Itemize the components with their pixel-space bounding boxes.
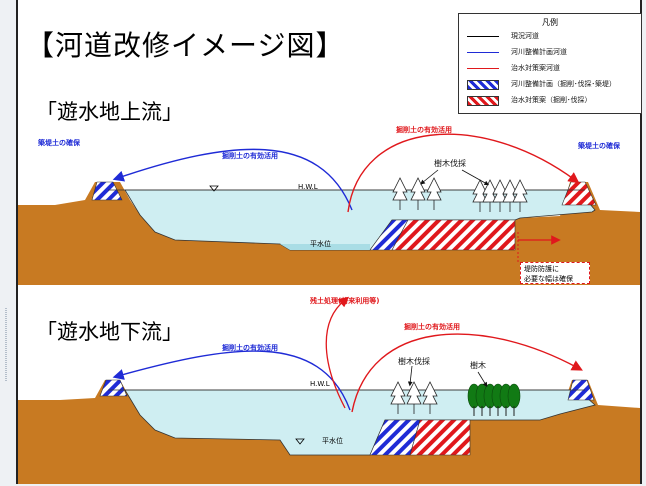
downstream-ground xyxy=(18,380,640,484)
downstream-trees-cut xyxy=(390,381,438,415)
upstream-left-levee-fill xyxy=(91,181,123,201)
legend-label: 現況河道 xyxy=(511,32,539,40)
legend-title: 凡例 xyxy=(542,18,558,27)
upstream-tree-cut-label: 樹木伐採 xyxy=(434,159,466,168)
legend-item-existing: 現況河道 xyxy=(467,31,639,43)
downstream-red-arrow xyxy=(351,333,583,413)
upstream-blue-arrow-label: 掘削土の有効活用 xyxy=(222,152,278,160)
legend-item-plan: 河川整備計画河道 xyxy=(467,47,639,59)
downstream-tree-cut-label: 樹木伐採 xyxy=(398,357,430,366)
legend-label: 河川整備計画河道 xyxy=(511,48,567,56)
downstream-section xyxy=(18,296,640,484)
upstream-red-arrow-label: 掘削土の有効活用 xyxy=(396,126,452,134)
legend-label: 河川整備計画（掘削･伐採･築堤） xyxy=(511,80,616,88)
downstream-tree-pointer-cut xyxy=(407,365,413,387)
downstream-red-arrow-label: 掘削土の有効活用 xyxy=(404,323,460,331)
legend-line-black xyxy=(467,36,499,37)
upstream-red-arrow xyxy=(347,133,580,213)
downstream-left-levee-fill xyxy=(99,379,128,397)
upstream-red-excavation xyxy=(391,219,516,251)
legend-hatch-blue xyxy=(467,80,499,90)
upstream-tree-pointer-left xyxy=(420,169,439,185)
upstream-hwl-triangle xyxy=(209,185,219,192)
legend-label: 治水対策案（掘削･伐採） xyxy=(511,96,592,104)
callout-line-1: 堤防防護に xyxy=(524,265,559,273)
legend-item-plan-work: 河川整備計画（掘削･伐採･築堤） xyxy=(467,79,639,91)
upstream-right-levee-fill xyxy=(561,181,597,206)
upstream-normal-wl-label: 平水位 xyxy=(310,240,331,248)
upstream-tree-pointer-right xyxy=(461,169,490,186)
downstream-normal-wl-label: 平水位 xyxy=(322,437,343,445)
downstream-red-excavation xyxy=(409,419,471,456)
downstream-normal-wl-triangle xyxy=(295,438,305,445)
downstream-trees-label: 樹木 xyxy=(470,361,486,370)
legend-hatch-red xyxy=(467,96,499,106)
downstream-tree-pointer-kept xyxy=(477,371,488,388)
upstream-section xyxy=(18,133,640,285)
legend-label: 治水対策案河道 xyxy=(511,64,560,72)
downstream-hwl-label: H.W.L xyxy=(310,380,330,388)
callout-line-2: 必要な幅は確保 xyxy=(524,275,573,283)
page-title: 【河道改修イメージ図】 xyxy=(26,29,345,62)
upstream-levee-right-label: 築堤土の確保 xyxy=(578,142,620,150)
legend-line-red xyxy=(467,68,499,69)
legend-item-measure: 治水対策案河道 xyxy=(467,63,639,75)
upstream-section-label: 「遊水地上流」 xyxy=(36,100,183,124)
upstream-low-water xyxy=(280,244,370,250)
legend: 凡例 現況河道 河川整備計画河道 治水対策案河道 河川整備計画（掘削･伐採･築堤… xyxy=(458,13,642,114)
upstream-ground xyxy=(18,182,640,285)
downstream-blue-arrow-label: 掘削土の有効活用 xyxy=(222,344,278,352)
downstream-section-label: 「遊水地下流」 xyxy=(36,320,183,344)
downstream-blue-arrow xyxy=(112,350,351,411)
legend-line-blue xyxy=(467,52,499,53)
legend-item-measure-work: 治水対策案（掘削･伐採） xyxy=(467,95,639,107)
downstream-disposal-arrow xyxy=(325,296,350,409)
left-edge-strip xyxy=(0,300,14,390)
downstream-disposal-label: 残土処理(将来利用等) xyxy=(310,297,380,305)
upstream-hwl-label: H.W.L xyxy=(298,183,318,191)
upstream-blue-arrow xyxy=(112,148,353,211)
upstream-width-callout: 堤防防護に 必要な幅は確保 xyxy=(520,262,590,284)
upstream-levee-left-label: 築堤土の確保 xyxy=(38,139,80,147)
